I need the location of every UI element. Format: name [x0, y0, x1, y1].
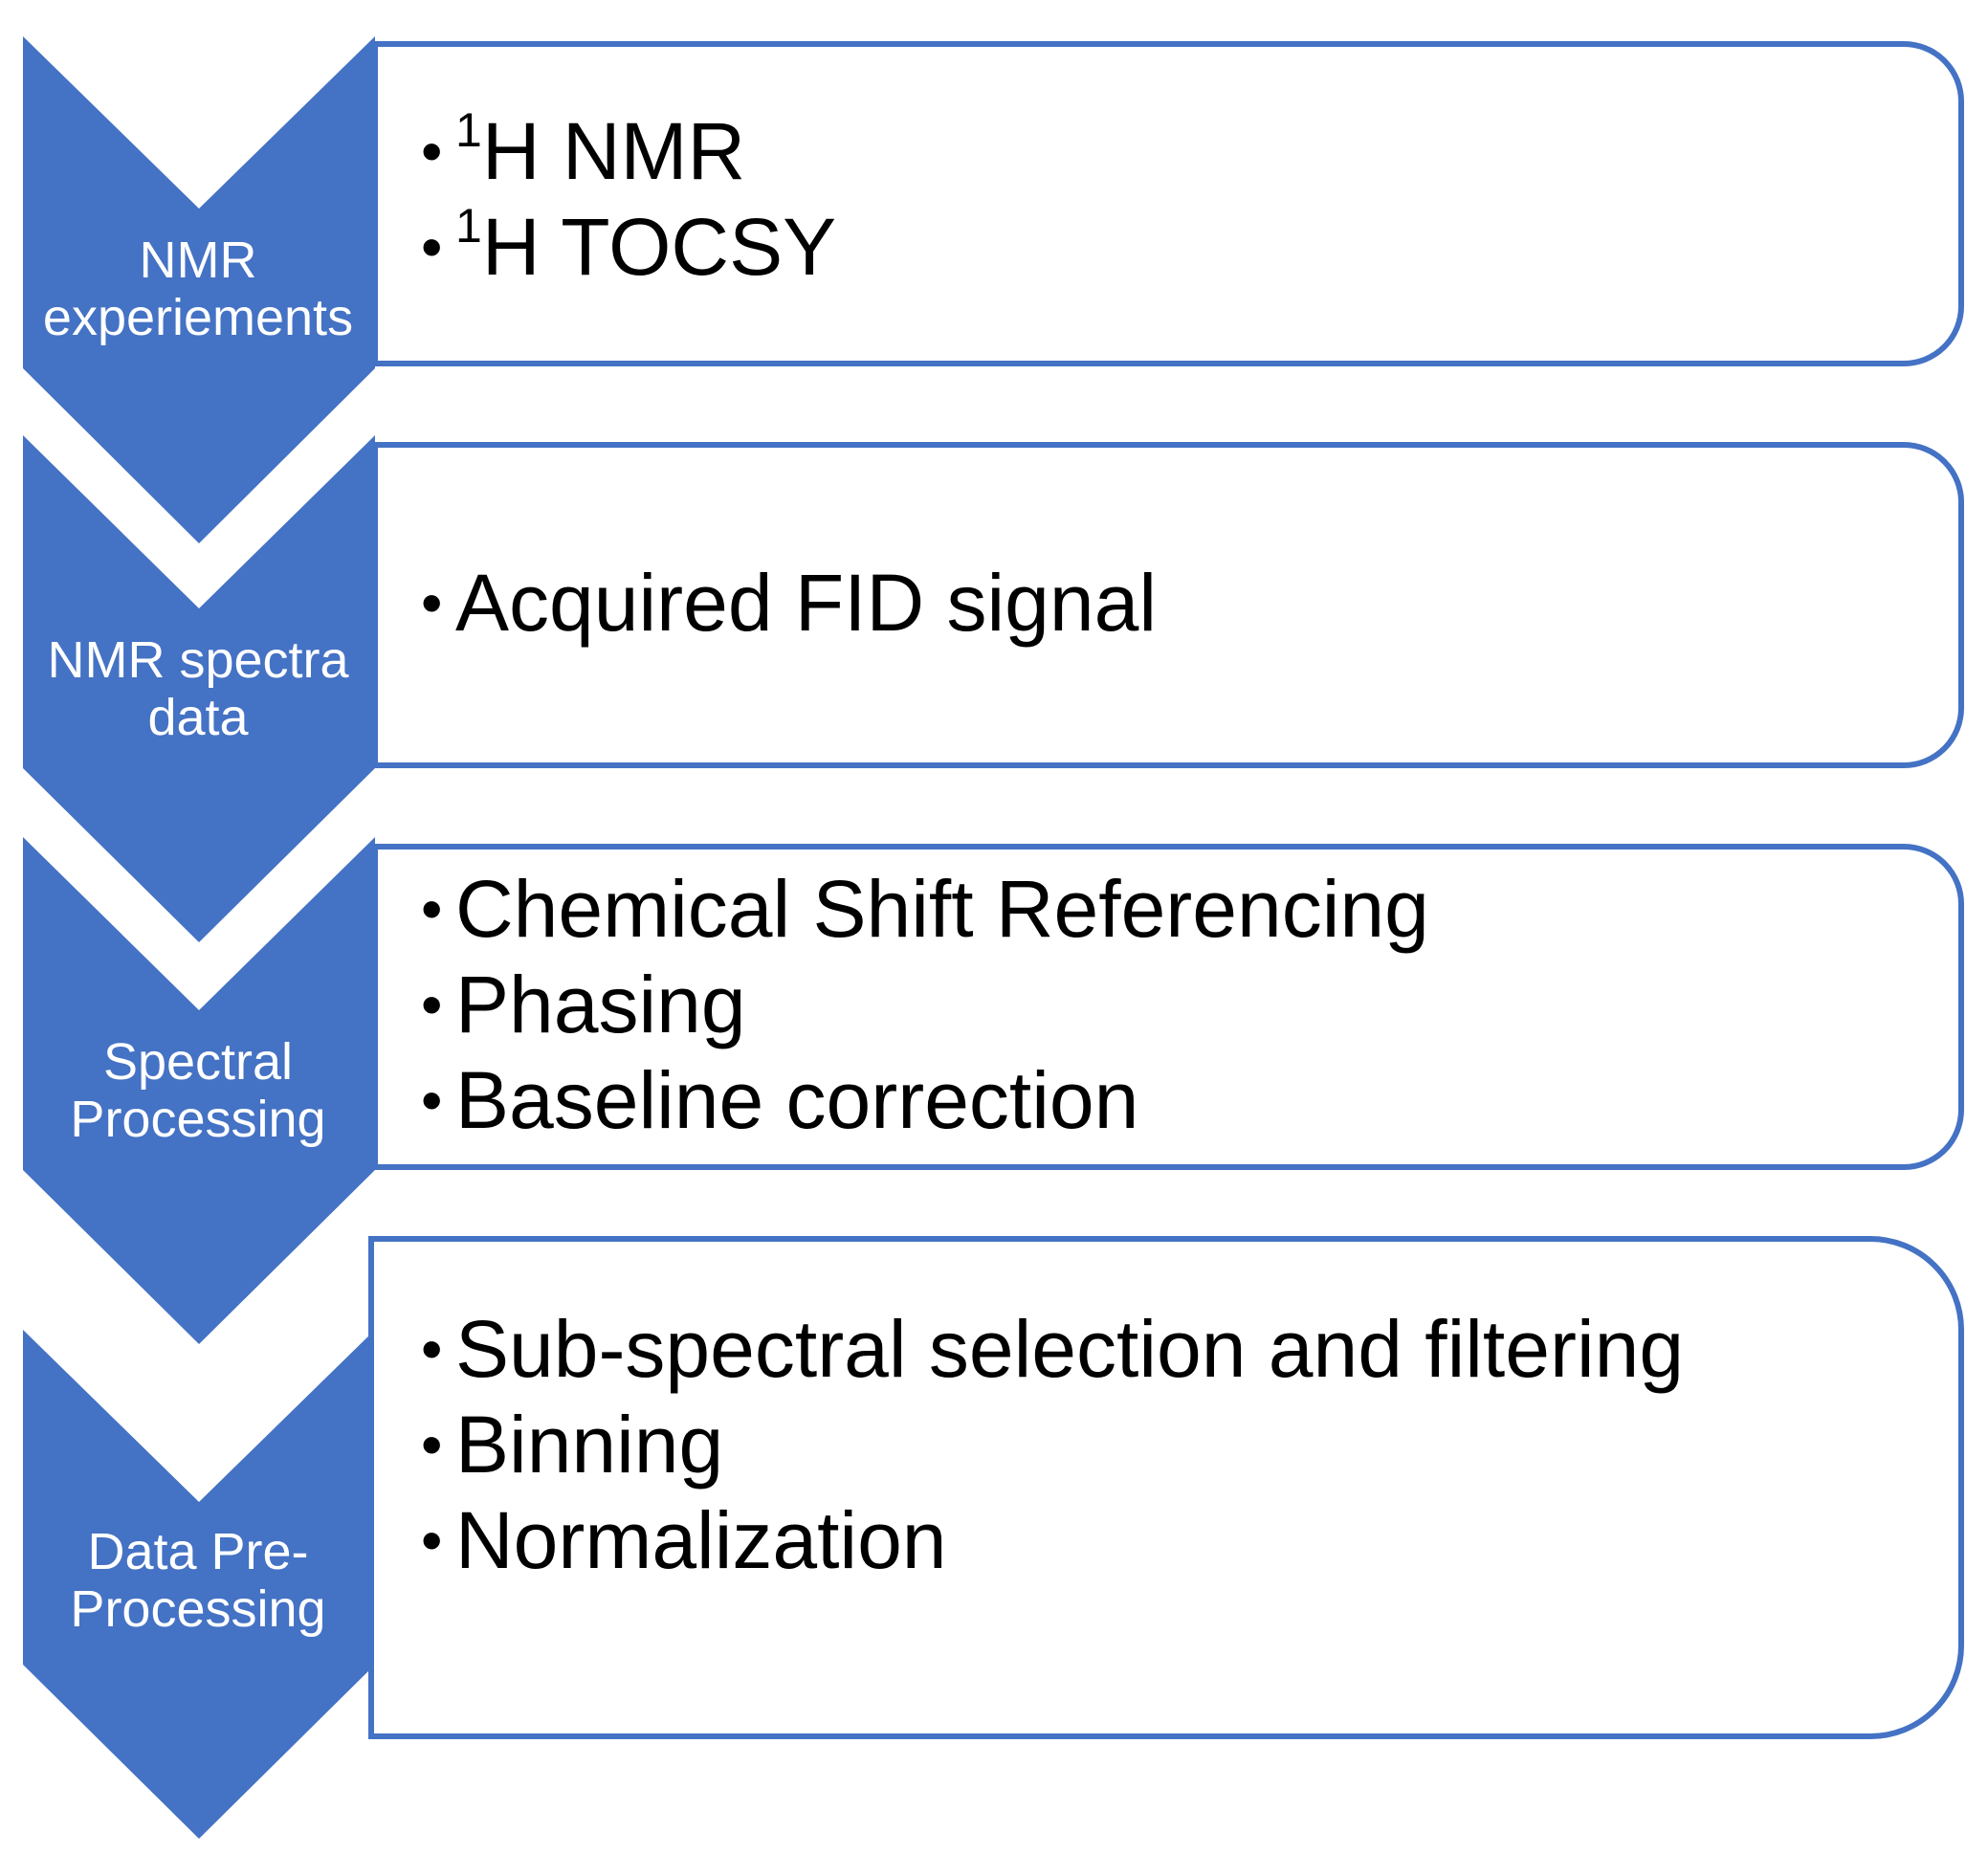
step-3-label: Spectral Processing: [21, 1033, 375, 1148]
bullet-text: Acquired FID signal: [455, 558, 1157, 648]
bullet-item: Phasing: [421, 957, 1429, 1052]
content-box-step-2: [372, 442, 1964, 768]
chevron-step-1: [23, 36, 375, 543]
bullet-text: Baseline correction: [455, 1055, 1139, 1145]
bullet-item: Acquired FID signal: [421, 555, 1157, 651]
superscript: 1: [455, 199, 482, 253]
step-1-bullet-list: 1H NMR 1H TOCSY: [421, 103, 836, 295]
bullet-item: 1H TOCSY: [421, 199, 836, 295]
step-1-label-line-2: experiements: [42, 289, 354, 346]
chevron-step-3: [23, 837, 375, 1344]
bullet-item: Binning: [421, 1397, 1684, 1492]
step-2-bullet-list: Acquired FID signal: [421, 555, 1157, 651]
step-3-bullet-list: Chemical Shift Referencing Phasing Basel…: [421, 861, 1429, 1148]
bullet-text: Binning: [455, 1400, 724, 1490]
bullet-text: H NMR: [481, 106, 746, 196]
step-3-label-line-1: Spectral: [102, 1033, 294, 1091]
step-2-label-line-2: data: [147, 689, 249, 746]
step-2-label: NMR spectra data: [21, 631, 375, 746]
bullet-text: Chemical Shift Referencing: [455, 864, 1429, 954]
chevron-step-2: [23, 435, 375, 942]
step-4-label-line-2: Processing: [70, 1580, 326, 1638]
step-4-bullet-list: Sub-spectral selection and filtering Bin…: [421, 1301, 1684, 1588]
step-1-label: NMR experiements: [21, 232, 375, 346]
step-2-label-line-1: NMR spectra: [47, 631, 349, 689]
bullet-text: H TOCSY: [481, 202, 837, 292]
chevron-step-4: [23, 1330, 375, 1839]
bullet-item: 1H NMR: [421, 103, 836, 199]
bullet-text: Normalization: [455, 1495, 947, 1585]
bullet-item: Normalization: [421, 1492, 1684, 1588]
step-4-label-line-1: Data Pre-: [87, 1523, 309, 1580]
bullet-item: Sub-spectral selection and filtering: [421, 1301, 1684, 1397]
step-1-label-line-1: NMR: [139, 232, 257, 289]
step-3-label-line-2: Processing: [70, 1091, 326, 1148]
bullet-text: Sub-spectral selection and filtering: [455, 1304, 1685, 1394]
bullet-item: Chemical Shift Referencing: [421, 861, 1429, 957]
step-4-label: Data Pre- Processing: [21, 1523, 375, 1638]
bullet-text: Phasing: [455, 960, 746, 1049]
bullet-item: Baseline correction: [421, 1052, 1429, 1148]
superscript: 1: [455, 103, 482, 157]
